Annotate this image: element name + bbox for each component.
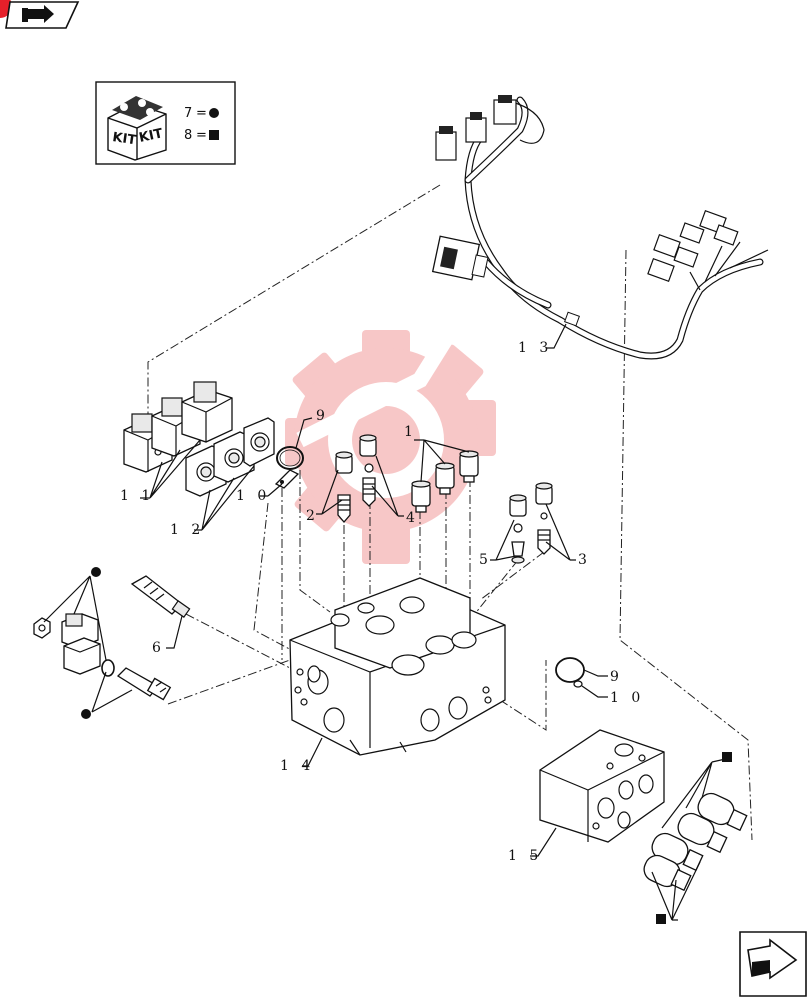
coil-3 xyxy=(181,381,233,443)
cartridge-1a xyxy=(411,480,431,513)
callout-10-left: 1 0 xyxy=(236,488,270,504)
plug-4b xyxy=(362,463,376,507)
kit-7-marker-bottom-icon xyxy=(81,709,91,719)
solenoid-valve-group xyxy=(643,792,748,892)
pressure-sensor xyxy=(130,575,191,618)
cartridge-parts xyxy=(335,434,553,564)
callout-14: 1 4 xyxy=(280,758,314,774)
plug-2b xyxy=(337,494,351,523)
next-page-arrow-icon[interactable] xyxy=(739,931,807,997)
temperature-sensor xyxy=(116,667,172,701)
coil-small xyxy=(61,613,101,675)
kit-8-marker-bottom-icon xyxy=(656,914,666,924)
plug-4a xyxy=(359,434,377,457)
callout-9-right: 9 xyxy=(610,669,623,685)
solenoid-valve-1 xyxy=(697,792,748,832)
leader-lines xyxy=(147,184,753,841)
harness-connector-4 xyxy=(699,209,739,246)
callout-12: 1 2 xyxy=(170,522,204,538)
book-arrow-icon[interactable] xyxy=(0,0,80,29)
circle-symbol-icon xyxy=(209,108,219,118)
kit-label-left: KIT xyxy=(111,130,137,148)
nut-part xyxy=(33,617,51,639)
left-side-parts xyxy=(33,575,191,701)
legend-number-7: 7 xyxy=(184,106,192,121)
solenoid-coil-group xyxy=(123,381,233,473)
plug-5a xyxy=(509,494,527,564)
solenoid-valve-4 xyxy=(643,854,692,892)
harness-connector-6 xyxy=(647,246,699,283)
callout-leaders xyxy=(43,323,731,921)
kit-box-icon: KIT KIT xyxy=(107,96,167,161)
frame-3 xyxy=(243,417,275,467)
harness-connector-3 xyxy=(493,95,517,125)
square-symbol-icon xyxy=(209,130,219,140)
callout-1: 1 xyxy=(404,424,417,440)
callout-3: 3 xyxy=(578,552,591,568)
kit-7-marker-top-icon xyxy=(91,567,101,577)
legend-number-8: 8 xyxy=(184,128,192,143)
callout-13: 1 3 xyxy=(518,340,552,356)
o-ring-top xyxy=(276,446,304,470)
legend-equals-7: = xyxy=(196,106,207,121)
kit-8-marker-top-icon xyxy=(722,752,732,762)
callout-5: 5 xyxy=(479,552,492,568)
kit-legend-box: KIT KIT 7 = 8 = xyxy=(95,81,236,165)
coil-frame-group xyxy=(185,417,275,497)
cartridge-1c xyxy=(459,450,479,483)
callout-10-right: 1 0 xyxy=(610,690,644,706)
callout-9-top: 9 xyxy=(316,408,329,424)
callout-6: 6 xyxy=(152,640,165,656)
harness-connector-large xyxy=(431,235,489,281)
legend-equals-8: = xyxy=(196,128,207,143)
secondary-valve-block xyxy=(539,729,665,843)
wiring-harness xyxy=(431,95,769,360)
solenoid-valve-2 xyxy=(677,812,728,854)
harness-connector-5 xyxy=(653,222,705,259)
callout-4: 4 xyxy=(406,510,419,526)
watermark-gear-icon xyxy=(285,295,496,564)
callout-15: 1 5 xyxy=(508,848,542,864)
plug-3a xyxy=(535,482,553,555)
callout-11: 1 1 xyxy=(120,488,154,504)
harness-connector-2 xyxy=(465,112,487,143)
kit-label-right: KIT xyxy=(138,126,165,146)
cartridge-1b xyxy=(435,462,455,495)
clip-part xyxy=(274,469,300,489)
main-valve-block xyxy=(289,577,506,756)
o-ring-small xyxy=(101,659,115,677)
callout-2: 2 xyxy=(306,508,319,524)
plug-2a xyxy=(335,451,353,474)
harness-connector-1 xyxy=(435,126,457,161)
